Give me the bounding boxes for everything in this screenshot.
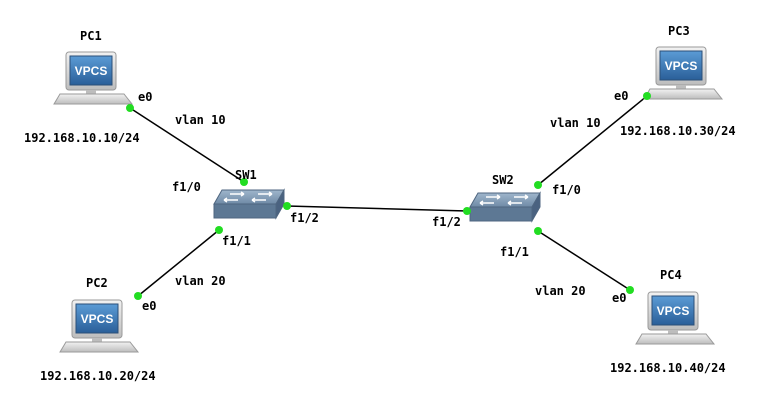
sw2-port-f1-0: f1/0: [552, 183, 581, 197]
pc3-port-label: e0: [614, 89, 628, 103]
port-dot: [534, 181, 542, 189]
sw1-node[interactable]: [213, 189, 285, 219]
pc2-ip: 192.168.10.20/24: [40, 369, 156, 383]
pc4-port-label: e0: [612, 291, 626, 305]
port-dot: [240, 178, 248, 186]
pc2-name: PC2: [86, 276, 108, 290]
sw2-name: SW2: [492, 173, 514, 187]
port-dot: [643, 92, 651, 100]
link-pc4-sw2[interactable]: [537, 230, 631, 291]
pc1-ip: 192.168.10.10/24: [24, 131, 140, 145]
port-dot: [283, 202, 291, 210]
pc3-node[interactable]: VPCS: [643, 46, 723, 100]
port-dot: [215, 226, 223, 234]
pc1-badge: VPCS: [75, 64, 108, 78]
port-indicators: [126, 92, 651, 300]
pc4-badge: VPCS: [657, 304, 690, 318]
pc3-ip: 192.168.10.30/24: [620, 124, 736, 138]
port-dot: [463, 207, 471, 215]
computer-icon: [643, 46, 723, 100]
link-pc3-sw2[interactable]: [537, 95, 648, 186]
sw2-node[interactable]: [469, 192, 541, 222]
pc1-name: PC1: [80, 29, 102, 43]
labels: PC1 e0 vlan 10 192.168.10.10/24 SW1 f1/0…: [24, 24, 736, 383]
switch-icon: [469, 192, 541, 222]
links: [129, 95, 648, 297]
pc2-node[interactable]: VPCS: [59, 299, 139, 353]
pc3-badge: VPCS: [665, 59, 698, 73]
pc2-badge: VPCS: [81, 312, 114, 326]
pc1-port-label: e0: [138, 90, 152, 104]
computer-icon: [53, 51, 133, 105]
switch-icon: [213, 189, 285, 219]
pc3-name: PC3: [668, 24, 690, 38]
sw1-port-f1-0: f1/0: [172, 180, 201, 194]
sw1-port-f1-1: f1/1: [222, 234, 251, 248]
pc4-node[interactable]: VPCS: [635, 291, 715, 345]
computer-icon: [59, 299, 139, 353]
port-dot: [626, 286, 634, 294]
link-sw1-sw2[interactable]: [286, 205, 468, 212]
link-pc2-sw1[interactable]: [137, 229, 220, 297]
pc1-node[interactable]: VPCS: [53, 51, 133, 105]
vlan-label: vlan 10: [550, 116, 601, 130]
pc2-port-label: e0: [142, 299, 156, 313]
computer-icon: [635, 291, 715, 345]
vlan-label: vlan 10: [175, 113, 226, 127]
pc4-ip: 192.168.10.40/24: [610, 361, 726, 375]
link-pc1-sw1[interactable]: [129, 107, 245, 183]
sw2-port-f1-2: f1/2: [432, 215, 461, 229]
vlan-label: vlan 20: [535, 284, 586, 298]
sw1-name: SW1: [235, 168, 257, 182]
pc4-name: PC4: [660, 268, 682, 282]
port-dot: [534, 227, 542, 235]
sw1-port-f1-2: f1/2: [290, 211, 319, 225]
port-dot: [134, 292, 142, 300]
port-dot: [126, 104, 134, 112]
vlan-label: vlan 20: [175, 274, 226, 288]
sw2-port-f1-1: f1/1: [500, 245, 529, 259]
